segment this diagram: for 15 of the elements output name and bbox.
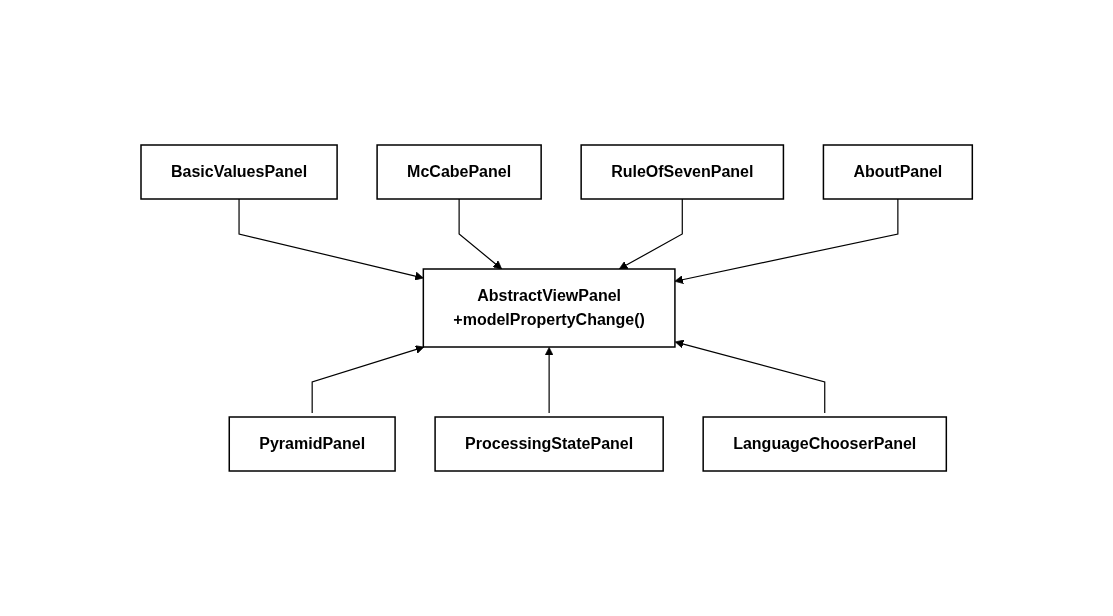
node-box: RuleOfSevenPanel xyxy=(580,144,784,200)
arrow xyxy=(544,347,554,414)
node-box: BasicValuesPanel xyxy=(140,144,338,200)
node-box: LanguageChooserPanel xyxy=(702,416,947,472)
arrow xyxy=(674,198,899,284)
arrow xyxy=(311,345,425,414)
node-box: AboutPanel xyxy=(822,144,973,200)
arrow xyxy=(674,339,826,414)
arrow xyxy=(238,198,424,281)
node-box: PyramidPanel xyxy=(228,416,396,472)
node-box: McCabePanel xyxy=(376,144,542,200)
arrow xyxy=(618,198,683,270)
node-box: AbstractViewPanel +modelPropertyChange() xyxy=(422,268,676,348)
node-box: ProcessingStatePanel xyxy=(434,416,664,472)
arrow xyxy=(458,198,502,270)
